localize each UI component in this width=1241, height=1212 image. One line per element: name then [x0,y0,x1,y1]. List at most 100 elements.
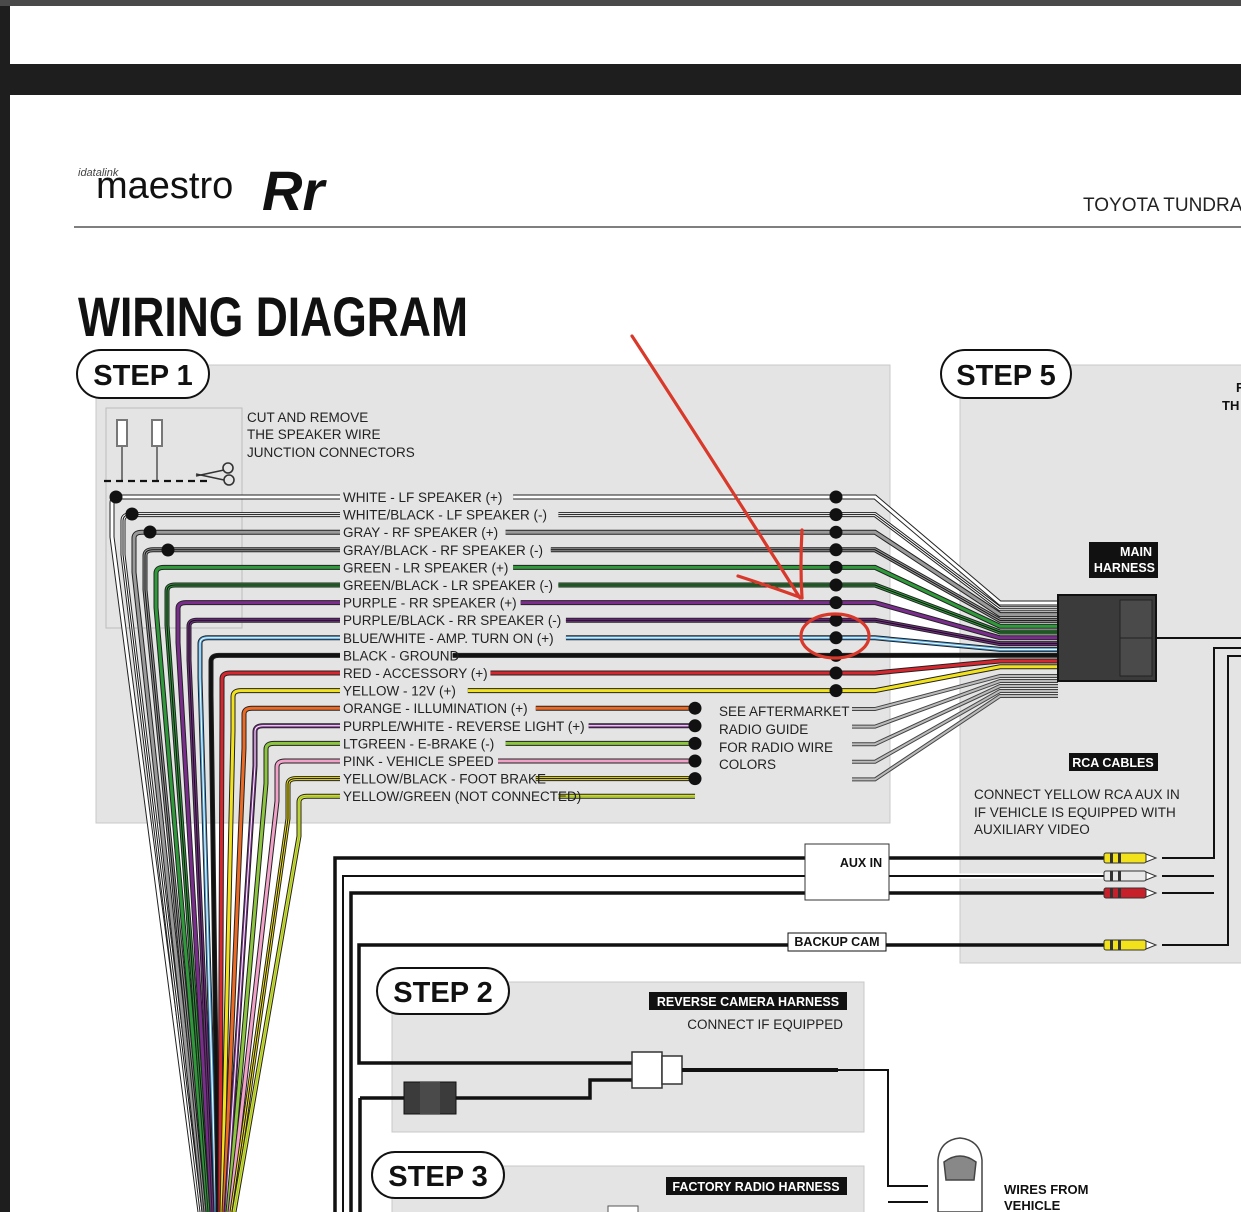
wire-label-13: ORANGE - ILLUMINATION (+) [343,701,528,716]
connect-if-equipped: CONNECT IF EQUIPPED [687,1017,843,1032]
wire-6 [164,582,1058,1212]
wire-12 [219,664,1058,1212]
see-aftermarket-2: RADIO GUIDE [719,722,808,737]
wire-label-18: YELLOW/GREEN (NOT CONNECTED) [343,789,581,804]
wire-3 [131,529,1058,1212]
wire-label-2: WHITE/BLACK - LF SPEAKER (-) [343,508,547,523]
previous-page-strip [10,6,1241,64]
splice-dot [829,525,843,539]
wire-label-11: RED - ACCESSORY (+) [343,666,488,681]
speaker-junction-dot [143,525,157,539]
car-icon [937,1137,983,1212]
wire-4 [142,547,1058,1212]
camera-connector-male [403,1081,457,1115]
annotation-arrow-head-1 [736,574,804,600]
wire-label-7: PURPLE - RR SPEAKER (+) [343,596,517,611]
step5-partial-1: F [1236,380,1241,395]
rca-cables-label: RCA CABLES [1072,756,1153,770]
wire-9 [197,635,1058,1212]
step3-badge: STEP 3 [371,1151,505,1199]
speaker-junction-dot [161,543,175,557]
reverse-camera-harness-label: REVERSE CAMERA HARNESS [657,995,839,1009]
wire-label-5: GREEN - LR SPEAKER (+) [343,560,508,575]
splice-dot [829,560,843,574]
splice-dot [688,701,702,715]
splice-dot [829,648,843,662]
step5-partial-2: TH [1222,398,1239,413]
wire-label-9: BLUE/WHITE - AMP. TURN ON (+) [343,631,554,646]
rca-plug-pair-icon [116,419,163,480]
speaker-junction-dot [125,507,139,521]
rca-cables-tag: RCA CABLES [1069,753,1158,771]
rca-plug-icon [1103,939,1158,951]
rca-out-wire-2 [1162,655,1241,946]
step2-badge: STEP 2 [376,967,510,1015]
wire-label-17: YELLOW/BLACK - FOOT BRAKE [343,772,546,787]
rca-plug-icon [1103,870,1158,882]
splice-dot [688,719,702,733]
main-harness-tag: MAIN HARNESS [1089,542,1158,578]
wire-label-1: WHITE - LF SPEAKER (+) [343,490,502,505]
annotation-circle [799,612,871,660]
step5-label: STEP 5 [956,360,1055,392]
annotation-arrow-shaft [630,334,802,600]
splice-dot [829,490,843,504]
factory-radio-harness-label: FACTORY RADIO HARNESS [672,1180,839,1194]
wire-7 [175,600,1058,1212]
cut-instruction-3: JUNCTION CONNECTORS [247,445,415,460]
splice-dot [829,684,843,698]
page-title: WIRING DIAGRAM [78,285,468,348]
wire-label-4: GRAY/BLACK - RF SPEAKER (-) [343,543,543,558]
backup-cam-label: BACKUP CAM [794,935,879,949]
brand-suffix: Rr [262,159,327,222]
wire-13 [221,674,1058,1212]
wire-label-16: PINK - VEHICLE SPEED [343,754,494,769]
vehicle-title: TOYOTA TUNDRA WITH [1083,195,1241,216]
splice-dot [829,666,843,680]
annotation-arrow-head-2 [799,528,804,600]
wire-label-14: PURPLE/WHITE - REVERSE LIGHT (+) [343,719,585,734]
brand-main: maestro [96,165,233,207]
splice-dot [829,508,843,522]
main-harness-tag-2: HARNESS [1094,561,1155,575]
wires-from-2: VEHICLE [1004,1198,1061,1212]
step1-label: STEP 1 [93,360,192,392]
speaker-junction-dot [109,490,123,504]
backup-cam-cable [357,943,1106,1065]
wire-15 [225,684,1058,1212]
splice-dot [688,772,702,786]
splice-dot [829,631,843,645]
see-aftermarket-4: COLORS [719,757,776,772]
wire-label-10: BLACK - GROUND [343,648,460,663]
wire-11 [217,658,1058,1212]
rca-plug-icon [1103,852,1158,864]
splice-dot [688,736,702,750]
window-top-bar [0,0,1241,6]
aux-in-label: AUX IN [840,856,882,870]
brand-small: idatalink [78,167,119,179]
rca-instruction-3: AUXILIARY VIDEO [974,822,1090,837]
wire-10 [208,652,1058,1212]
factory-connector [607,1205,639,1212]
splice-dot [829,613,843,627]
camera-connector-female [631,1051,683,1089]
wire-17 [229,694,1058,1212]
wire-label-15: LTGREEN - E-BRAKE (-) [343,736,494,751]
rca-out-wire-1 [1162,647,1241,859]
red-annotation [630,334,871,660]
wire-label-3: GRAY - RF SPEAKER (+) [343,525,498,540]
backup-cam-tag: BACKUP CAM [787,932,887,952]
rca-plug-icon [1103,887,1158,899]
step5-badge: STEP 5 [940,349,1072,399]
scissors-icon [195,462,235,486]
step1-badge: STEP 1 [76,349,210,399]
wire-18 [231,793,695,1212]
wire-label-12: YELLOW - 12V (+) [343,684,456,699]
step1-panel [95,364,891,824]
splice-dot [829,543,843,557]
reverse-camera-harness-tag: REVERSE CAMERA HARNESS [649,992,847,1010]
cut-instruction-1: CUT AND REMOVE [247,410,368,425]
step3-label: STEP 3 [388,1161,487,1193]
splice-dot [688,754,702,768]
